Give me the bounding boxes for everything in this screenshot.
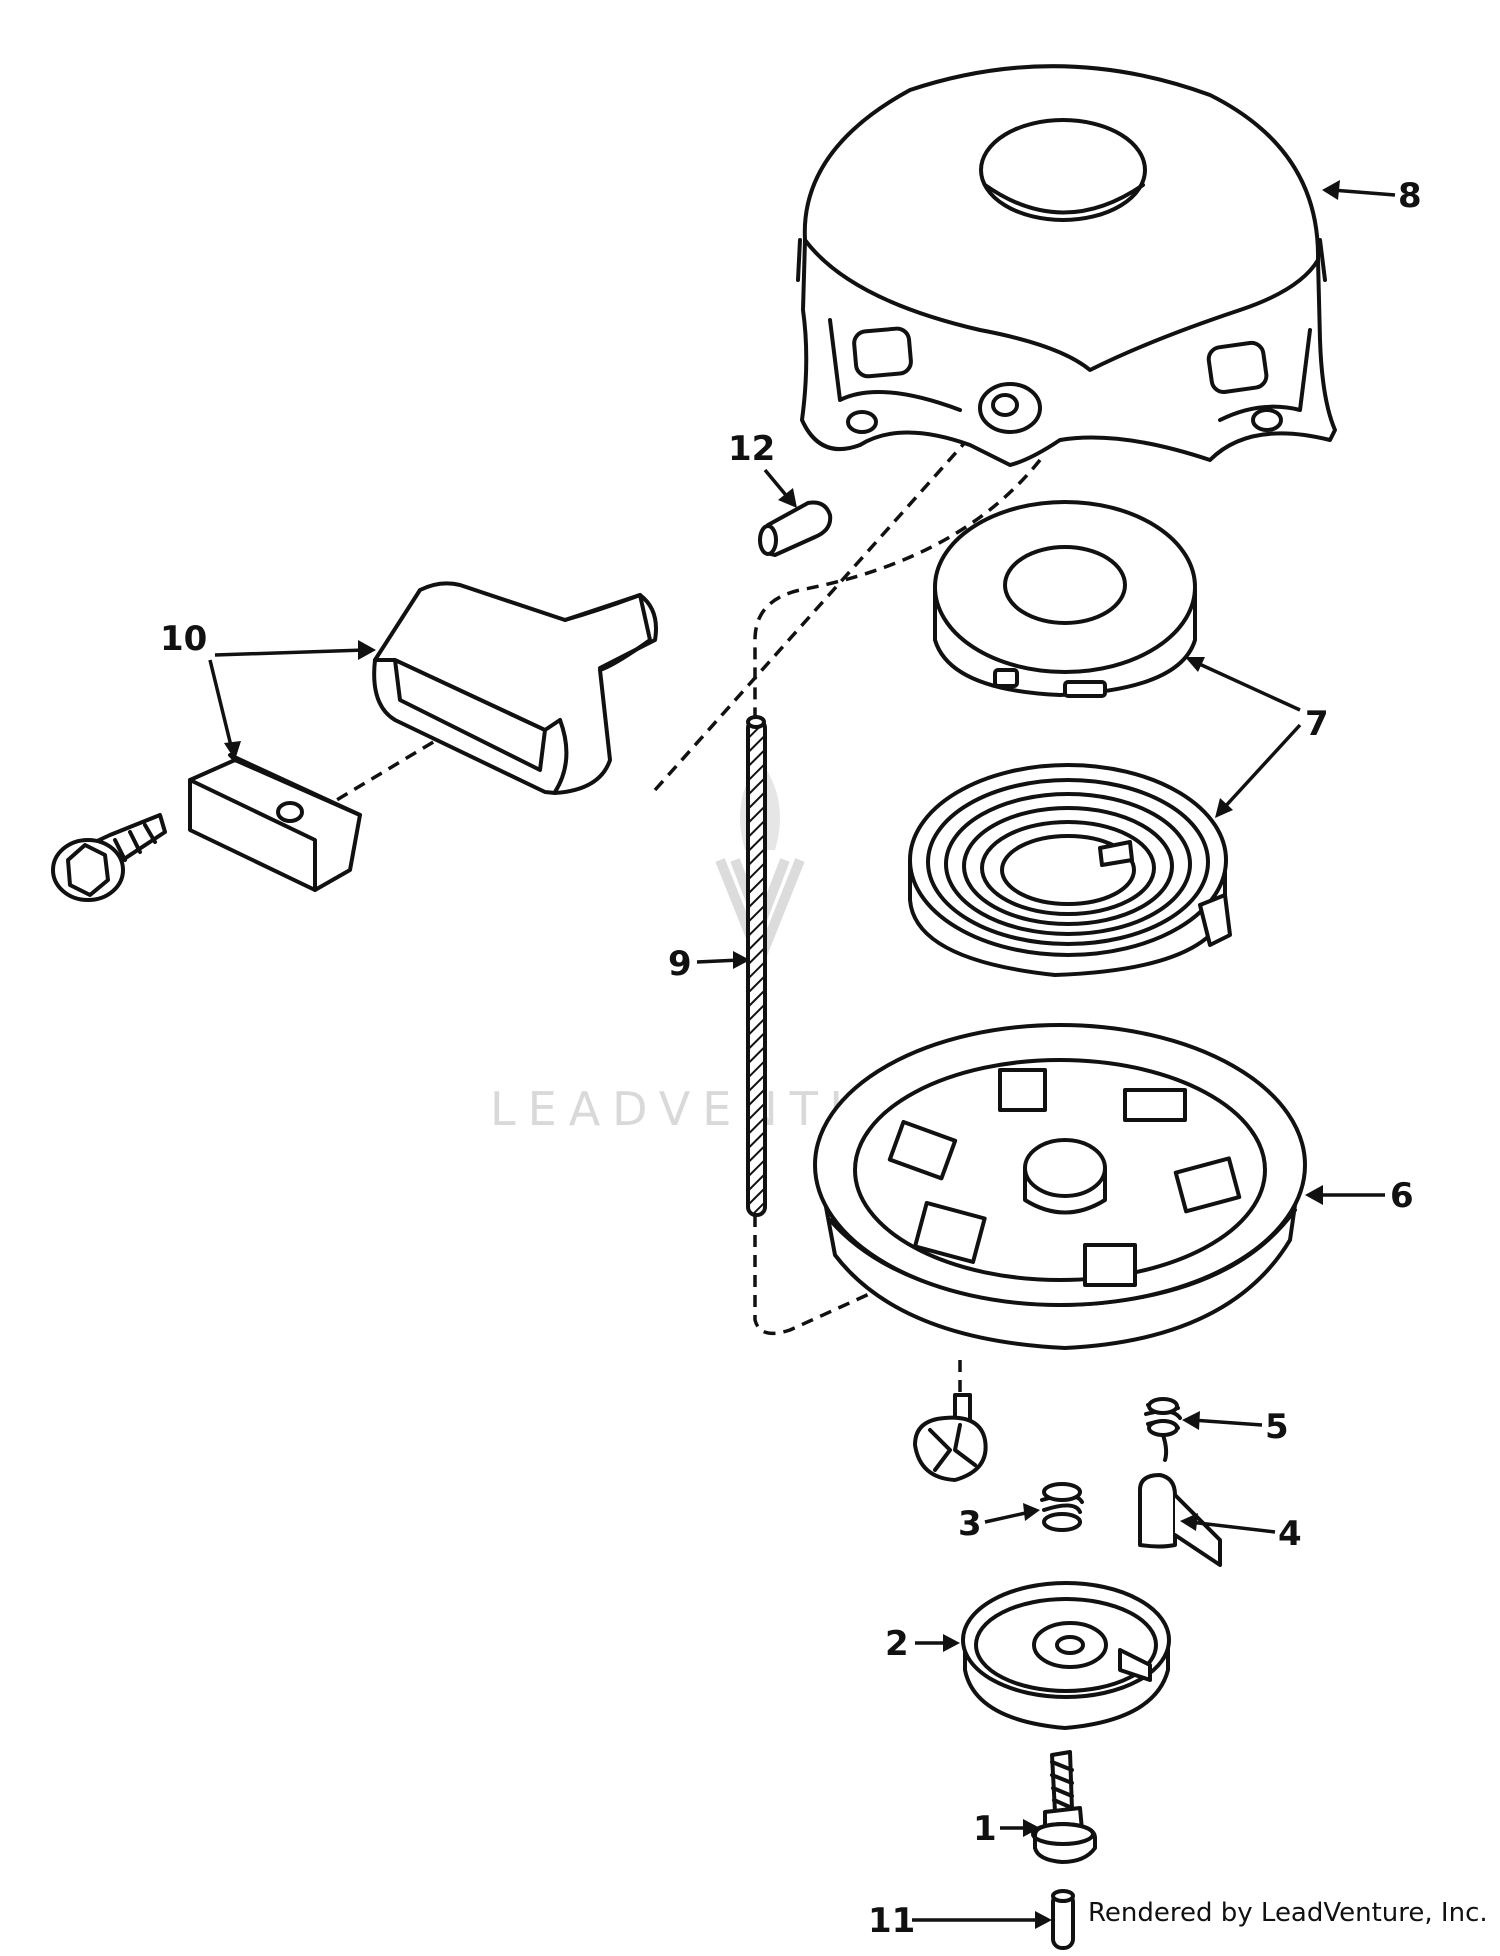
callout-5: 5: [1265, 1407, 1289, 1447]
callout-4: 4: [1278, 1514, 1302, 1554]
spring-retainer-cup: [933, 500, 1197, 698]
callout-3: 3: [958, 1504, 982, 1544]
rope-bushing: [758, 500, 833, 557]
starter-pawl: [1138, 1473, 1222, 1567]
callout-2: 2: [885, 1624, 909, 1664]
rewind-spring: [908, 763, 1232, 977]
render-credit: Rendered by LeadVenture, Inc.: [1088, 1898, 1488, 1928]
callout-8: 8: [1398, 176, 1422, 216]
brake-spring: [1040, 1482, 1084, 1532]
starter-pulley: [813, 1023, 1307, 1350]
callout-9: 9: [668, 944, 692, 984]
retaining-pin: [1051, 1889, 1075, 1950]
starter-housing: [796, 64, 1337, 467]
assembly-lines: [319, 418, 1042, 1395]
callout-labels: 8 12 10 7 9 6 5 4 3 2 1 11: [160, 176, 1422, 1941]
rope-path-housing: [753, 458, 1042, 720]
rope-path-pulley: [753, 1215, 901, 1336]
shoulder-screw: [1031, 1750, 1097, 1864]
callout-7: 7: [1305, 704, 1329, 744]
callout-10: 10: [160, 619, 207, 659]
brake-retainer: [961, 1581, 1171, 1730]
handle-screw: [51, 813, 167, 902]
pulley-nut: [913, 1393, 988, 1482]
callout-11: 11: [868, 1901, 915, 1941]
callout-12: 12: [728, 429, 775, 469]
callout-1: 1: [973, 1809, 997, 1849]
handle-insert: [188, 753, 362, 892]
starter-rope: [746, 715, 767, 1217]
callout-arrows: [208, 180, 1396, 1929]
starter-handle: [372, 581, 658, 795]
callout-6: 6: [1390, 1176, 1414, 1216]
pawl-spring: [1144, 1397, 1182, 1462]
rope-path-handle: [653, 418, 987, 792]
